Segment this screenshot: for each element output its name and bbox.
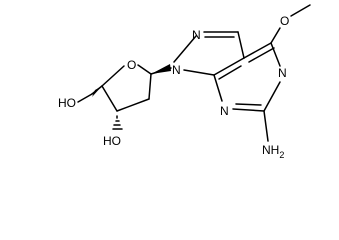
bond-o-c4	[101, 65, 125, 87]
atom-labels: O N N N N O NH2 HO HO	[58, 14, 289, 160]
amine-label: NH2	[262, 143, 284, 160]
pyrimidine-n-bottom-label: N	[220, 104, 229, 118]
n1-label: N	[172, 63, 181, 77]
ring-hydroxyl-label: HO	[103, 134, 121, 148]
bond-c1-o	[137, 64, 152, 75]
bond-n5-c6	[263, 81, 281, 112]
hashed-bond-c3-oh	[112, 115, 123, 130]
bond-n7-c7a	[213, 74, 223, 102]
bond-c3-c2	[116, 98, 150, 112]
nucleoside-structure-diagram: O N N N N O NH2 HO HO	[58, 4, 311, 160]
bond-ome-ch3	[290, 4, 311, 17]
amine-subscript-label: 2	[279, 150, 284, 160]
bond-c6-nh2	[263, 110, 269, 142]
bond-c5-oh	[77, 93, 93, 103]
bond-c3-c3a	[237, 31, 245, 59]
bond-c3a-c7a	[213, 57, 245, 76]
bond-c2-c1	[148, 73, 152, 100]
bond-c7a-c3a-inner	[218, 65, 242, 80]
amine-main-label: NH	[262, 143, 279, 157]
bond-c3a-c4	[243, 42, 272, 59]
methoxy-oxygen-label: O	[280, 14, 289, 28]
wedge-bond-c4-c5	[92, 86, 102, 97]
bond-c3a-c4-double	[248, 47, 275, 63]
wedge-bond-c1-n1	[151, 64, 171, 74]
ring-oxygen-label: O	[127, 58, 136, 72]
bond-c4-c3	[101, 85, 118, 112]
pyrimidine-n-top-label: N	[278, 66, 287, 80]
n2-label: N	[192, 28, 201, 42]
bond-c4-n5	[270, 42, 281, 67]
bond-c6-n7	[232, 108, 265, 112]
bond-c7a-n1	[183, 69, 215, 76]
bond-c4-ome	[270, 27, 281, 44]
stereo-bonds	[92, 64, 171, 130]
hydroxymethyl-label: HO	[58, 96, 76, 110]
bond-n1-n2	[173, 35, 197, 63]
bond-lines	[77, 4, 311, 142]
bond-c6-n7-double	[235, 103, 262, 106]
